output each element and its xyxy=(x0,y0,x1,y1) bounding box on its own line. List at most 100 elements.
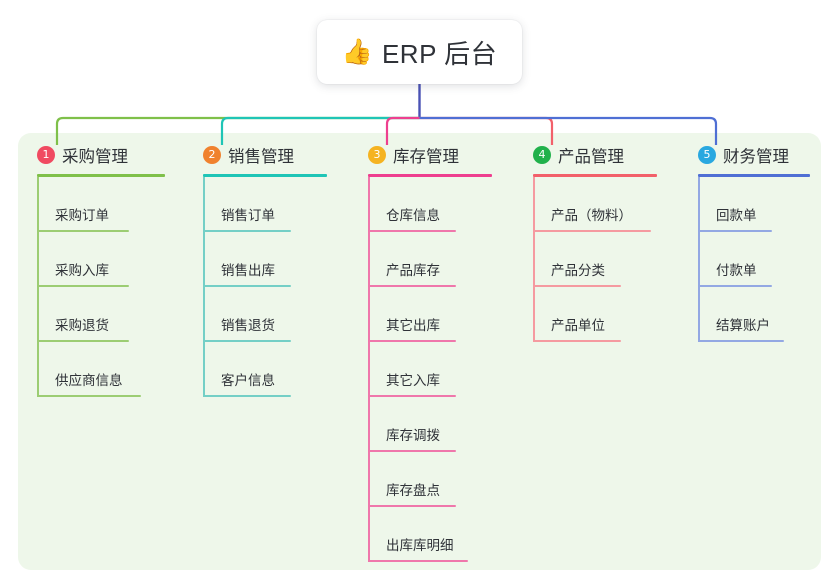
leaf-underline xyxy=(368,560,468,562)
leaf-node[interactable]: 回款单 xyxy=(698,177,821,232)
leaf-underline xyxy=(533,230,651,232)
leaf-node[interactable]: 结算账户 xyxy=(698,287,821,342)
leaf-label: 付款单 xyxy=(716,263,757,278)
branch-title: 财务管理 xyxy=(723,148,789,166)
branch-header-4[interactable]: 4 产品管理 xyxy=(533,133,680,173)
branch-underline xyxy=(368,174,492,177)
leaf-label: 销售订单 xyxy=(221,208,275,223)
leaf-label: 出库库明细 xyxy=(386,538,454,553)
leaf-underline xyxy=(698,340,784,342)
root-node-title: ERP 后台 xyxy=(381,38,498,69)
leaf-label: 其它出库 xyxy=(386,318,440,333)
leaf-label: 客户信息 xyxy=(221,373,275,388)
branch-title: 库存管理 xyxy=(393,148,459,166)
leaf-node[interactable]: 出库库明细 xyxy=(368,507,515,562)
branch-column-1: 1 采购管理采购订单采购入库采购退货供应商信息 xyxy=(18,133,185,570)
branch-column-3: 3 库存管理仓库信息产品库存其它出库其它入库库存调拨库存盘点出库库明细 xyxy=(350,133,515,570)
leaf-node[interactable]: 销售出库 xyxy=(203,232,350,287)
branch-leaf-list: 产品（物料） 产品分类产品单位 xyxy=(533,177,680,342)
leaf-underline xyxy=(37,395,141,397)
branch-column-2: 2 销售管理销售订单销售出库销售退货客户信息 xyxy=(185,133,350,570)
branch-underline xyxy=(37,174,165,177)
leaf-underline xyxy=(37,285,129,287)
leaf-node[interactable]: 其它出库 xyxy=(368,287,515,342)
branch-header-3[interactable]: 3 库存管理 xyxy=(368,133,515,173)
branch-header-5[interactable]: 5 财务管理 xyxy=(698,133,821,173)
leaf-node[interactable]: 客户信息 xyxy=(203,342,350,397)
leaf-node[interactable]: 其它入库 xyxy=(368,342,515,397)
leaf-label: 库存调拨 xyxy=(386,428,440,443)
thumbs-up-icon: 👍 xyxy=(341,37,373,66)
branch-leaf-list: 仓库信息产品库存其它出库其它入库库存调拨库存盘点出库库明细 xyxy=(368,177,515,562)
leaf-node[interactable]: 产品（物料） xyxy=(533,177,680,232)
leaf-underline xyxy=(368,230,456,232)
root-node-card[interactable]: 👍 ERP 后台 xyxy=(317,20,522,84)
leaf-underline xyxy=(698,230,772,232)
leaf-label: 供应商信息 xyxy=(55,373,123,388)
leaf-node[interactable]: 供应商信息 xyxy=(37,342,185,397)
branch-underline xyxy=(203,174,327,177)
leaf-node[interactable]: 库存盘点 xyxy=(368,452,515,507)
leaf-node[interactable]: 采购入库 xyxy=(37,232,185,287)
branch-spine xyxy=(37,177,39,397)
leaf-label: 采购退货 xyxy=(55,318,109,333)
branch-index-badge: 4 xyxy=(533,146,551,164)
leaf-label: 采购订单 xyxy=(55,208,109,223)
leaf-label: 库存盘点 xyxy=(386,483,440,498)
branch-column-5: 5 财务管理回款单付款单结算账户 xyxy=(680,133,821,570)
leaf-label: 采购入库 xyxy=(55,263,109,278)
leaf-underline xyxy=(203,395,291,397)
leaf-underline xyxy=(368,505,456,507)
branch-title: 销售管理 xyxy=(228,148,294,166)
leaf-underline xyxy=(203,230,291,232)
branch-spine xyxy=(368,177,370,562)
leaf-node[interactable]: 采购退货 xyxy=(37,287,185,342)
leaf-underline xyxy=(368,395,456,397)
leaf-underline xyxy=(368,285,456,287)
leaf-node[interactable]: 库存调拨 xyxy=(368,397,515,452)
leaf-underline xyxy=(368,450,456,452)
branch-title: 采购管理 xyxy=(62,148,128,166)
leaf-underline xyxy=(698,285,772,287)
branch-index-badge: 5 xyxy=(698,146,716,164)
leaf-label: 销售出库 xyxy=(221,263,275,278)
leaf-label: 结算账户 xyxy=(716,318,770,333)
leaf-label: 其它入库 xyxy=(386,373,440,388)
branch-leaf-list: 回款单付款单结算账户 xyxy=(698,177,821,342)
leaf-underline xyxy=(533,285,621,287)
leaf-label: 产品（物料） xyxy=(551,208,632,223)
branch-header-2[interactable]: 2 销售管理 xyxy=(203,133,350,173)
branch-title: 产品管理 xyxy=(558,148,624,166)
branch-columns: 1 采购管理采购订单采购入库采购退货供应商信息 2 销售管理销售订单销售出库销售退货客… xyxy=(18,133,821,570)
branch-underline xyxy=(698,174,810,177)
leaf-label: 产品库存 xyxy=(386,263,440,278)
branch-index-badge: 1 xyxy=(37,146,55,164)
leaf-label: 产品分类 xyxy=(551,263,605,278)
branch-index-badge: 2 xyxy=(203,146,221,164)
leaf-underline xyxy=(37,230,129,232)
leaf-label: 销售退货 xyxy=(221,318,275,333)
leaf-node[interactable]: 产品库存 xyxy=(368,232,515,287)
leaf-underline xyxy=(37,340,129,342)
leaf-underline xyxy=(533,340,621,342)
leaf-node[interactable]: 采购订单 xyxy=(37,177,185,232)
leaf-node[interactable]: 销售订单 xyxy=(203,177,350,232)
branch-leaf-list: 销售订单销售出库销售退货客户信息 xyxy=(203,177,350,397)
leaf-node[interactable]: 仓库信息 xyxy=(368,177,515,232)
branch-column-4: 4 产品管理产品（物料） 产品分类产品单位 xyxy=(515,133,680,570)
leaf-node[interactable]: 产品分类 xyxy=(533,232,680,287)
leaf-label: 仓库信息 xyxy=(386,208,440,223)
mindmap-panel-background xyxy=(18,133,821,570)
leaf-label: 回款单 xyxy=(716,208,757,223)
leaf-node[interactable]: 付款单 xyxy=(698,232,821,287)
branch-spine xyxy=(698,177,700,342)
branch-underline xyxy=(533,174,657,177)
branch-leaf-list: 采购订单采购入库采购退货供应商信息 xyxy=(37,177,185,397)
leaf-underline xyxy=(203,340,291,342)
branch-index-badge: 3 xyxy=(368,146,386,164)
leaf-underline xyxy=(368,340,456,342)
branch-header-1[interactable]: 1 采购管理 xyxy=(37,133,185,173)
leaf-node[interactable]: 销售退货 xyxy=(203,287,350,342)
leaf-node[interactable]: 产品单位 xyxy=(533,287,680,342)
